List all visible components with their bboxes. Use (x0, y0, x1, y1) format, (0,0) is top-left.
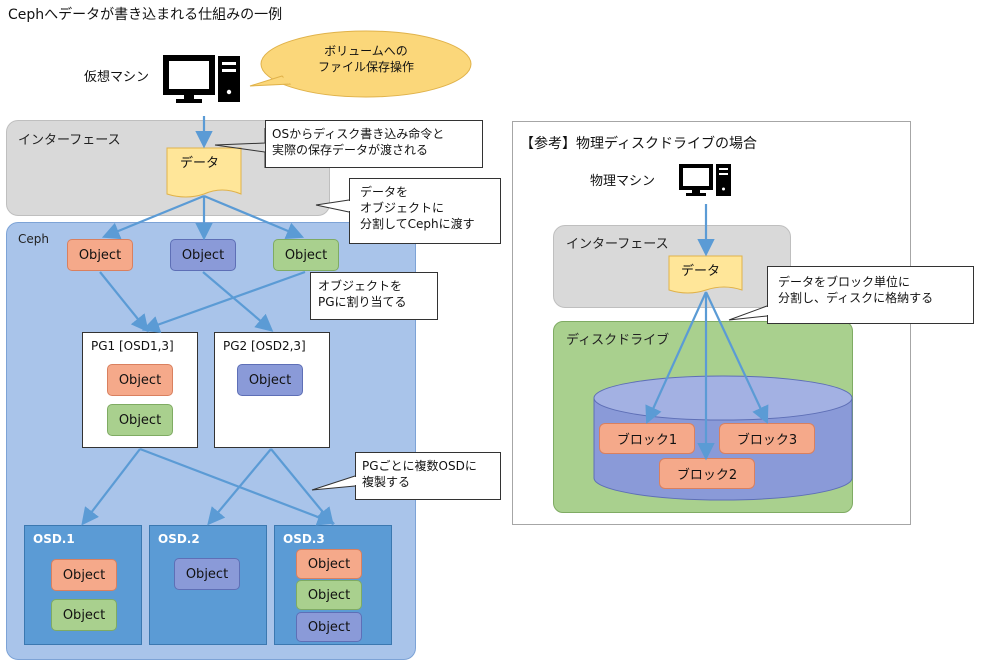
pg1-label: PG1 [OSD1,3] (91, 339, 174, 353)
bubble-text: ボリュームへの ファイル保存操作 (317, 44, 414, 74)
pg1-object-orange: Object (107, 364, 173, 396)
block-3: ブロック3 (719, 423, 815, 454)
callout-split-box (349, 178, 501, 244)
block-2: ブロック2 (659, 458, 755, 489)
osd3-object-green: Object (296, 580, 362, 610)
ceph-label: Ceph (18, 232, 49, 246)
callout-os-box (265, 120, 483, 168)
right-data-note-label: データ (681, 264, 721, 279)
osd1-label: OSD.1 (33, 532, 75, 546)
callout-replicate-text: PGごとに複数OSDに 複製する (362, 459, 477, 489)
diagram-title: Cephへデータが書き込まれる仕組みの一例 (8, 7, 283, 23)
osd1-object-green: Object (51, 599, 117, 631)
callout-split-text: データを オブジェクトに 分割してCephに渡す (360, 185, 475, 231)
pg2-label: PG2 [OSD2,3] (223, 339, 306, 353)
pg2-object-blue: Object (237, 364, 303, 396)
osd3-object-orange: Object (296, 549, 362, 579)
object-blue: Object (170, 239, 236, 271)
osd3-label: OSD.3 (283, 532, 325, 546)
block-1: ブロック1 (599, 423, 695, 454)
disk-drive-label: ディスクドライブ (566, 333, 670, 348)
osd3-object-blue: Object (296, 612, 362, 642)
right-interface-label: インターフェース (566, 237, 669, 252)
callout-replicate-box (355, 452, 501, 500)
callout-assign-box (310, 272, 438, 320)
reference-heading: 【参考】物理ディスクドライブの場合 (520, 136, 758, 152)
osd2-label: OSD.2 (158, 532, 200, 546)
object-green: Object (273, 239, 339, 271)
osd2-object-blue: Object (174, 558, 240, 590)
right-callout-box (767, 266, 974, 324)
callout-os-text: OSからディスク書き込み命令と 実際の保存データが渡される (272, 127, 445, 157)
pm-label: 物理マシン (590, 174, 656, 189)
interface-label: インターフェース (18, 133, 121, 148)
pg1-object-green: Object (107, 404, 173, 436)
vm-label: 仮想マシン (84, 70, 150, 85)
object-orange: Object (67, 239, 133, 271)
osd1-object-orange: Object (51, 559, 117, 591)
callout-assign-text: オブジェクトを PGに割り当てる (318, 279, 407, 309)
right-callout-text: データをブロック単位に 分割し、ディスクに格納する (778, 275, 934, 305)
data-note-label: データ (180, 156, 220, 171)
